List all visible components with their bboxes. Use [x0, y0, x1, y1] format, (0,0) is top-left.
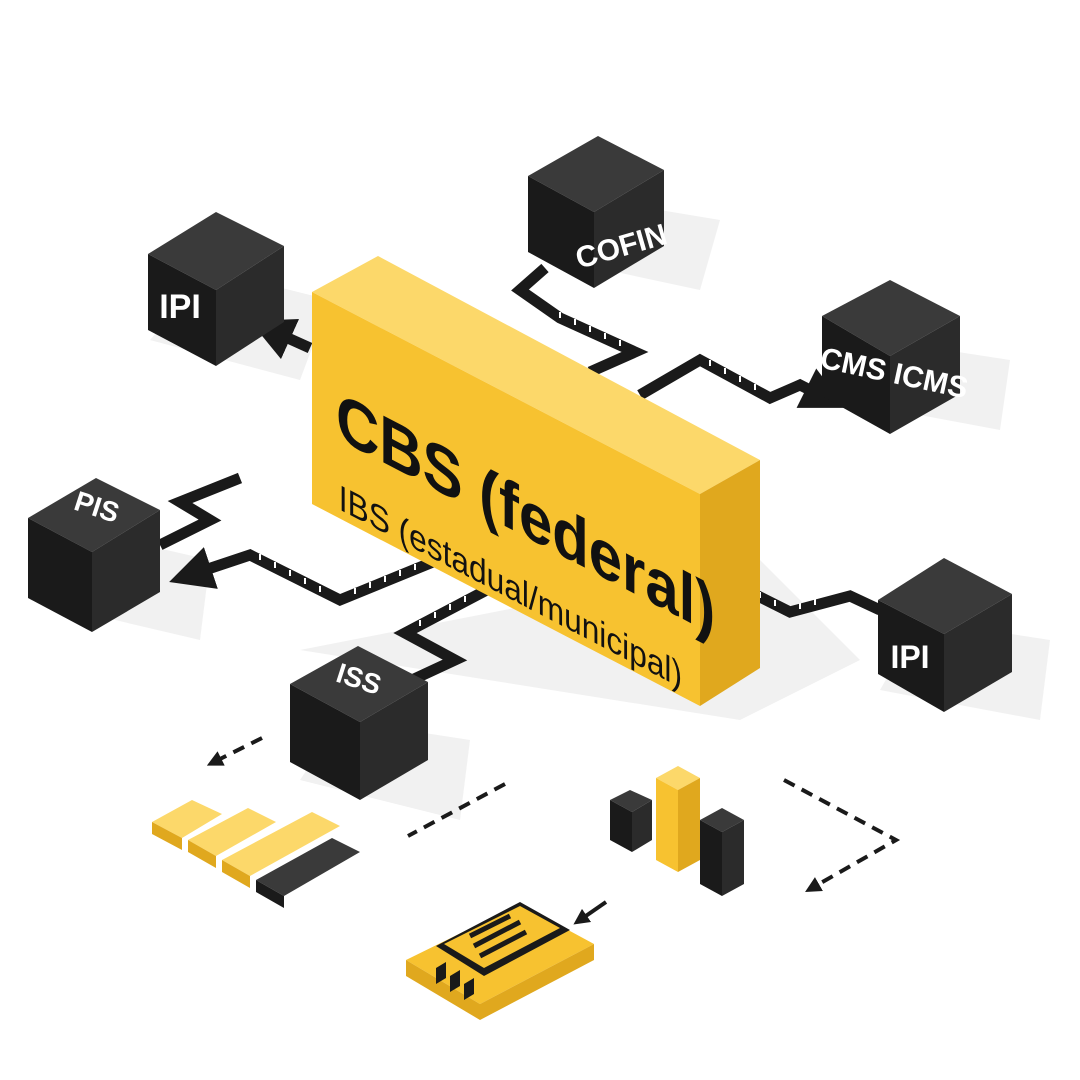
dashed-arrow-right	[783, 778, 901, 892]
cube-label-ipi-top: IPI	[159, 288, 201, 326]
connector-pis-upper	[157, 472, 243, 550]
central-block-right	[700, 460, 760, 706]
bar-stack-icon	[152, 800, 360, 908]
cube-pis: PIS	[28, 478, 160, 632]
dashed-arrow-center	[407, 782, 506, 838]
cube-label-ipi-right: IPI	[890, 639, 929, 675]
cube-cofins: COFIN	[528, 136, 671, 288]
cube-ipi-right: IPI	[878, 558, 1012, 712]
bar-chart-icon	[610, 766, 744, 896]
connector-pis	[169, 547, 453, 607]
connector-ipi-top	[249, 318, 313, 360]
dashed-arrows	[206, 736, 901, 925]
connector-icms	[637, 353, 846, 408]
central-block-top	[312, 256, 760, 494]
connector-iss	[393, 578, 503, 685]
cube-ipi-top: IPI	[148, 212, 284, 366]
central-block-front	[312, 292, 700, 706]
cube-iss: ISS	[290, 646, 428, 800]
document-icon	[406, 902, 594, 1020]
dashed-arrow-left	[206, 736, 263, 766]
connector-lines	[157, 263, 883, 685]
arrow-to-document	[573, 900, 608, 925]
cube-icms: ICMS ICMS	[809, 280, 971, 434]
